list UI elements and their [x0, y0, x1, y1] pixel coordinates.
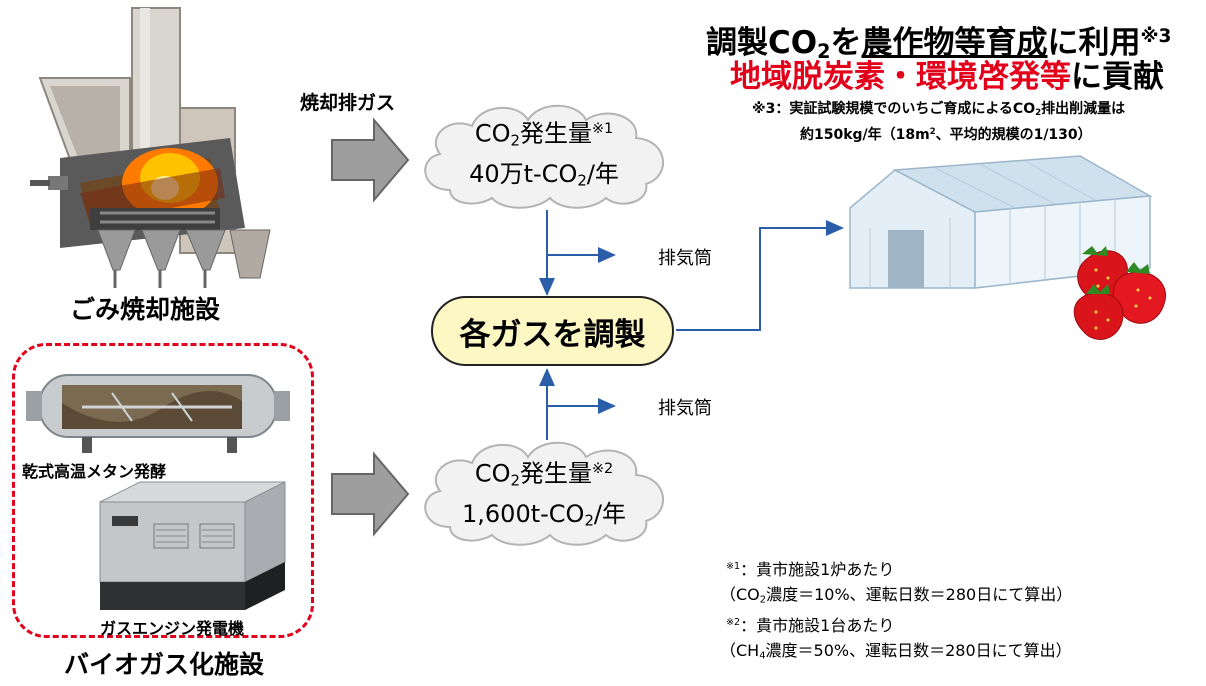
co2-cloud-bottom-shape	[424, 441, 664, 546]
incinerator-illustration	[30, 7, 271, 288]
footnote-1: ※1：貴市施設1炉あたり	[726, 559, 895, 579]
engine-label: ガスエンジン発電機	[100, 619, 245, 638]
biogas-facility-frame	[12, 343, 314, 638]
fermenter-label: 乾式高温メタン発酵	[22, 462, 167, 481]
stack-label-bottom: 排気筒	[658, 398, 712, 419]
co2-cloud-top-shape	[424, 104, 664, 209]
flow-arrow-biogas	[331, 451, 410, 537]
footnote-1-detail: （CO2濃度＝10%、運転日数＝280日にて算出）	[720, 585, 1073, 606]
process-label: 各ガスを調製	[459, 316, 646, 353]
gas-conditioning-process: 各ガスを調製	[431, 296, 674, 366]
incinerator-caption: ごみ焼却施設	[70, 295, 221, 324]
footnote-2-detail: （CH4濃度＝50%、運転日数＝280日にて算出）	[720, 641, 1072, 662]
note3-line1: ※3：実証試験規模でのいちご育成によるCO2排出削減量は	[752, 101, 1126, 119]
co2-cloud-bottom-text: CO2発生量※2 1,600t-CO2/年	[462, 459, 626, 531]
note3-line2: 約150kg/年（18m2、平均的規模の1/130）	[800, 126, 1092, 144]
headline-line1: 調製CO2を農作物等育成に利用※3	[706, 25, 1172, 63]
headline-line2: 地域脱炭素・環境啓発等に貢献	[730, 59, 1164, 95]
methane-fermenter-illustration	[26, 374, 290, 453]
co2-cloud-top-text: CO2発生量※1 40万t-CO2/年	[469, 119, 619, 191]
strawberry-icon	[1073, 246, 1166, 340]
footnote-2: ※2：貴市施設1台あたり	[726, 615, 895, 635]
biogas-facility-caption: バイオガス化施設	[64, 650, 265, 679]
exhaust-gas-label: 焼却排ガス	[300, 92, 396, 114]
stack-label-top: 排気筒	[658, 248, 712, 269]
gas-engine-generator-illustration	[99, 481, 286, 610]
flow-arrow-incinerator	[331, 117, 410, 203]
